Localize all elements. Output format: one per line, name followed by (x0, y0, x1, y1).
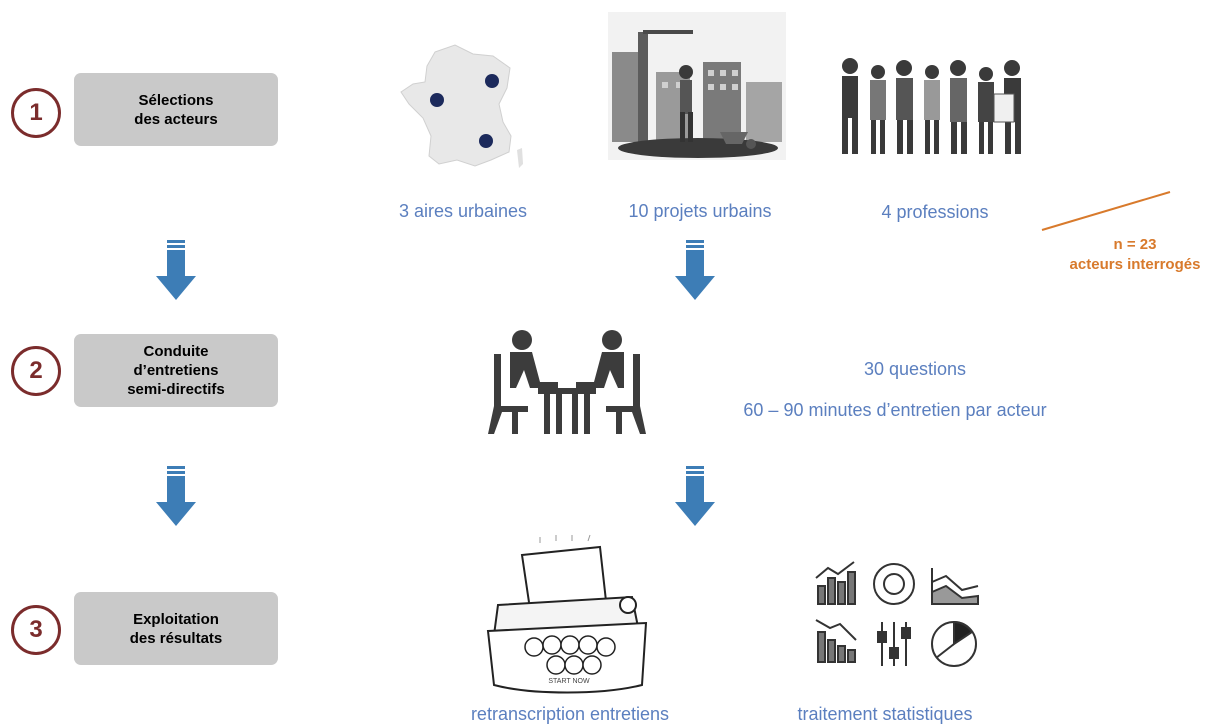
statistics-icon (815, 561, 979, 667)
sample-label: acteurs interrogés (1069, 256, 1201, 273)
professions-icon (842, 58, 1021, 154)
sample-size-line (1041, 191, 1171, 231)
sample-count: n = 23 (1113, 236, 1157, 253)
caption-urban-projects: 10 projets urbains (628, 201, 772, 221)
caption-urban-areas: 3 aires urbaines (398, 201, 528, 221)
step-1-line2: des acteurs (134, 110, 218, 128)
typewriter-keys-text: START NOW (548, 678, 590, 685)
step-2-line2: d’entretiens (133, 362, 219, 379)
arrow-down-icon (156, 240, 196, 300)
step-2-line1: Conduite (143, 343, 209, 360)
arrow-down-icon (156, 466, 196, 526)
step-2-box: Conduite d’entretiens semi-directifs (74, 334, 278, 407)
arrow-down-icon (675, 466, 715, 526)
step-1-box: Sélections des acteurs (74, 73, 278, 146)
step-1-line1: Sélections (138, 91, 214, 109)
arrow-down-icon (675, 240, 715, 300)
step-3-number: 3 (11, 605, 61, 655)
caption-questions: 30 questions (863, 359, 967, 379)
caption-statistics: traitement statistiques (797, 704, 973, 724)
step-2-number: 2 (11, 346, 61, 396)
step-3-box: Exploitation des résultats (74, 592, 278, 665)
sample-size: n = 23 acteurs interrogés (1050, 235, 1218, 275)
urban-project-icon (608, 12, 786, 160)
interview-icon (488, 330, 646, 434)
step-1-number: 1 (11, 88, 61, 138)
step-2-line3: semi-directifs (127, 381, 225, 398)
caption-professions: 4 professions (881, 202, 989, 222)
typewriter-icon: START NOW (486, 534, 648, 694)
caption-duration: 60 – 90 minutes d’entretien par acteur (743, 400, 1047, 420)
step-3-line1: Exploitation (133, 610, 219, 628)
france-map-icon (400, 44, 523, 168)
caption-transcription: retranscription entretiens (470, 704, 670, 724)
step-3-line2: des résultats (129, 629, 223, 647)
